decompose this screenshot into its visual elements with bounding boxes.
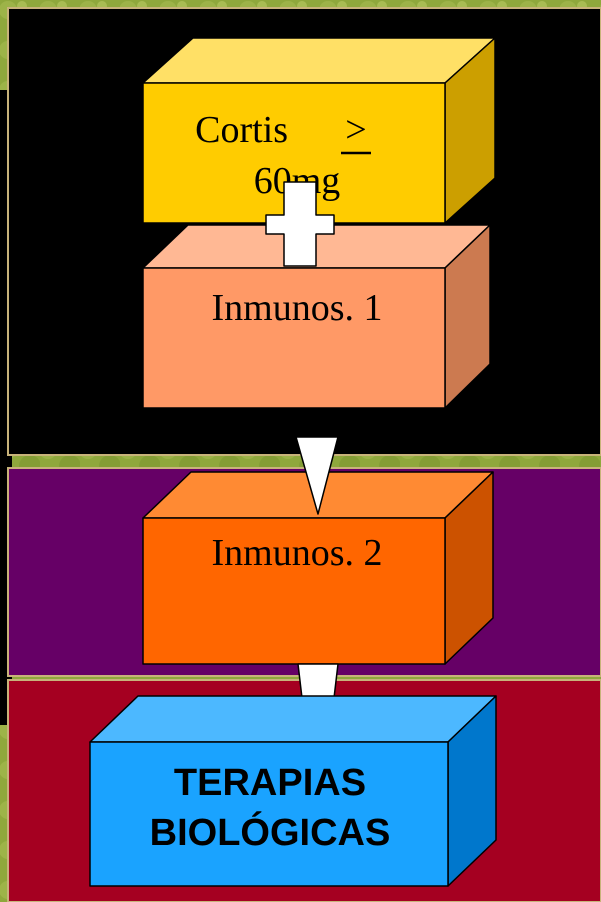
terapias-label-line1: TERAPIAS — [174, 762, 366, 804]
inmunos2-label: Inmunos. 2 — [212, 532, 383, 574]
connector-down-icon — [297, 663, 339, 699]
terapias-box — [89, 695, 497, 887]
inmunos1-label: Inmunos. 1 — [212, 287, 383, 329]
cortis-label-line1: Cortis — [195, 109, 288, 151]
plus-icon — [265, 181, 335, 267]
cortis-ge-symbol: > — [345, 109, 366, 151]
arrow-down-icon — [295, 436, 339, 515]
terapias-label-line2: BIOLÓGICAS — [150, 810, 391, 854]
